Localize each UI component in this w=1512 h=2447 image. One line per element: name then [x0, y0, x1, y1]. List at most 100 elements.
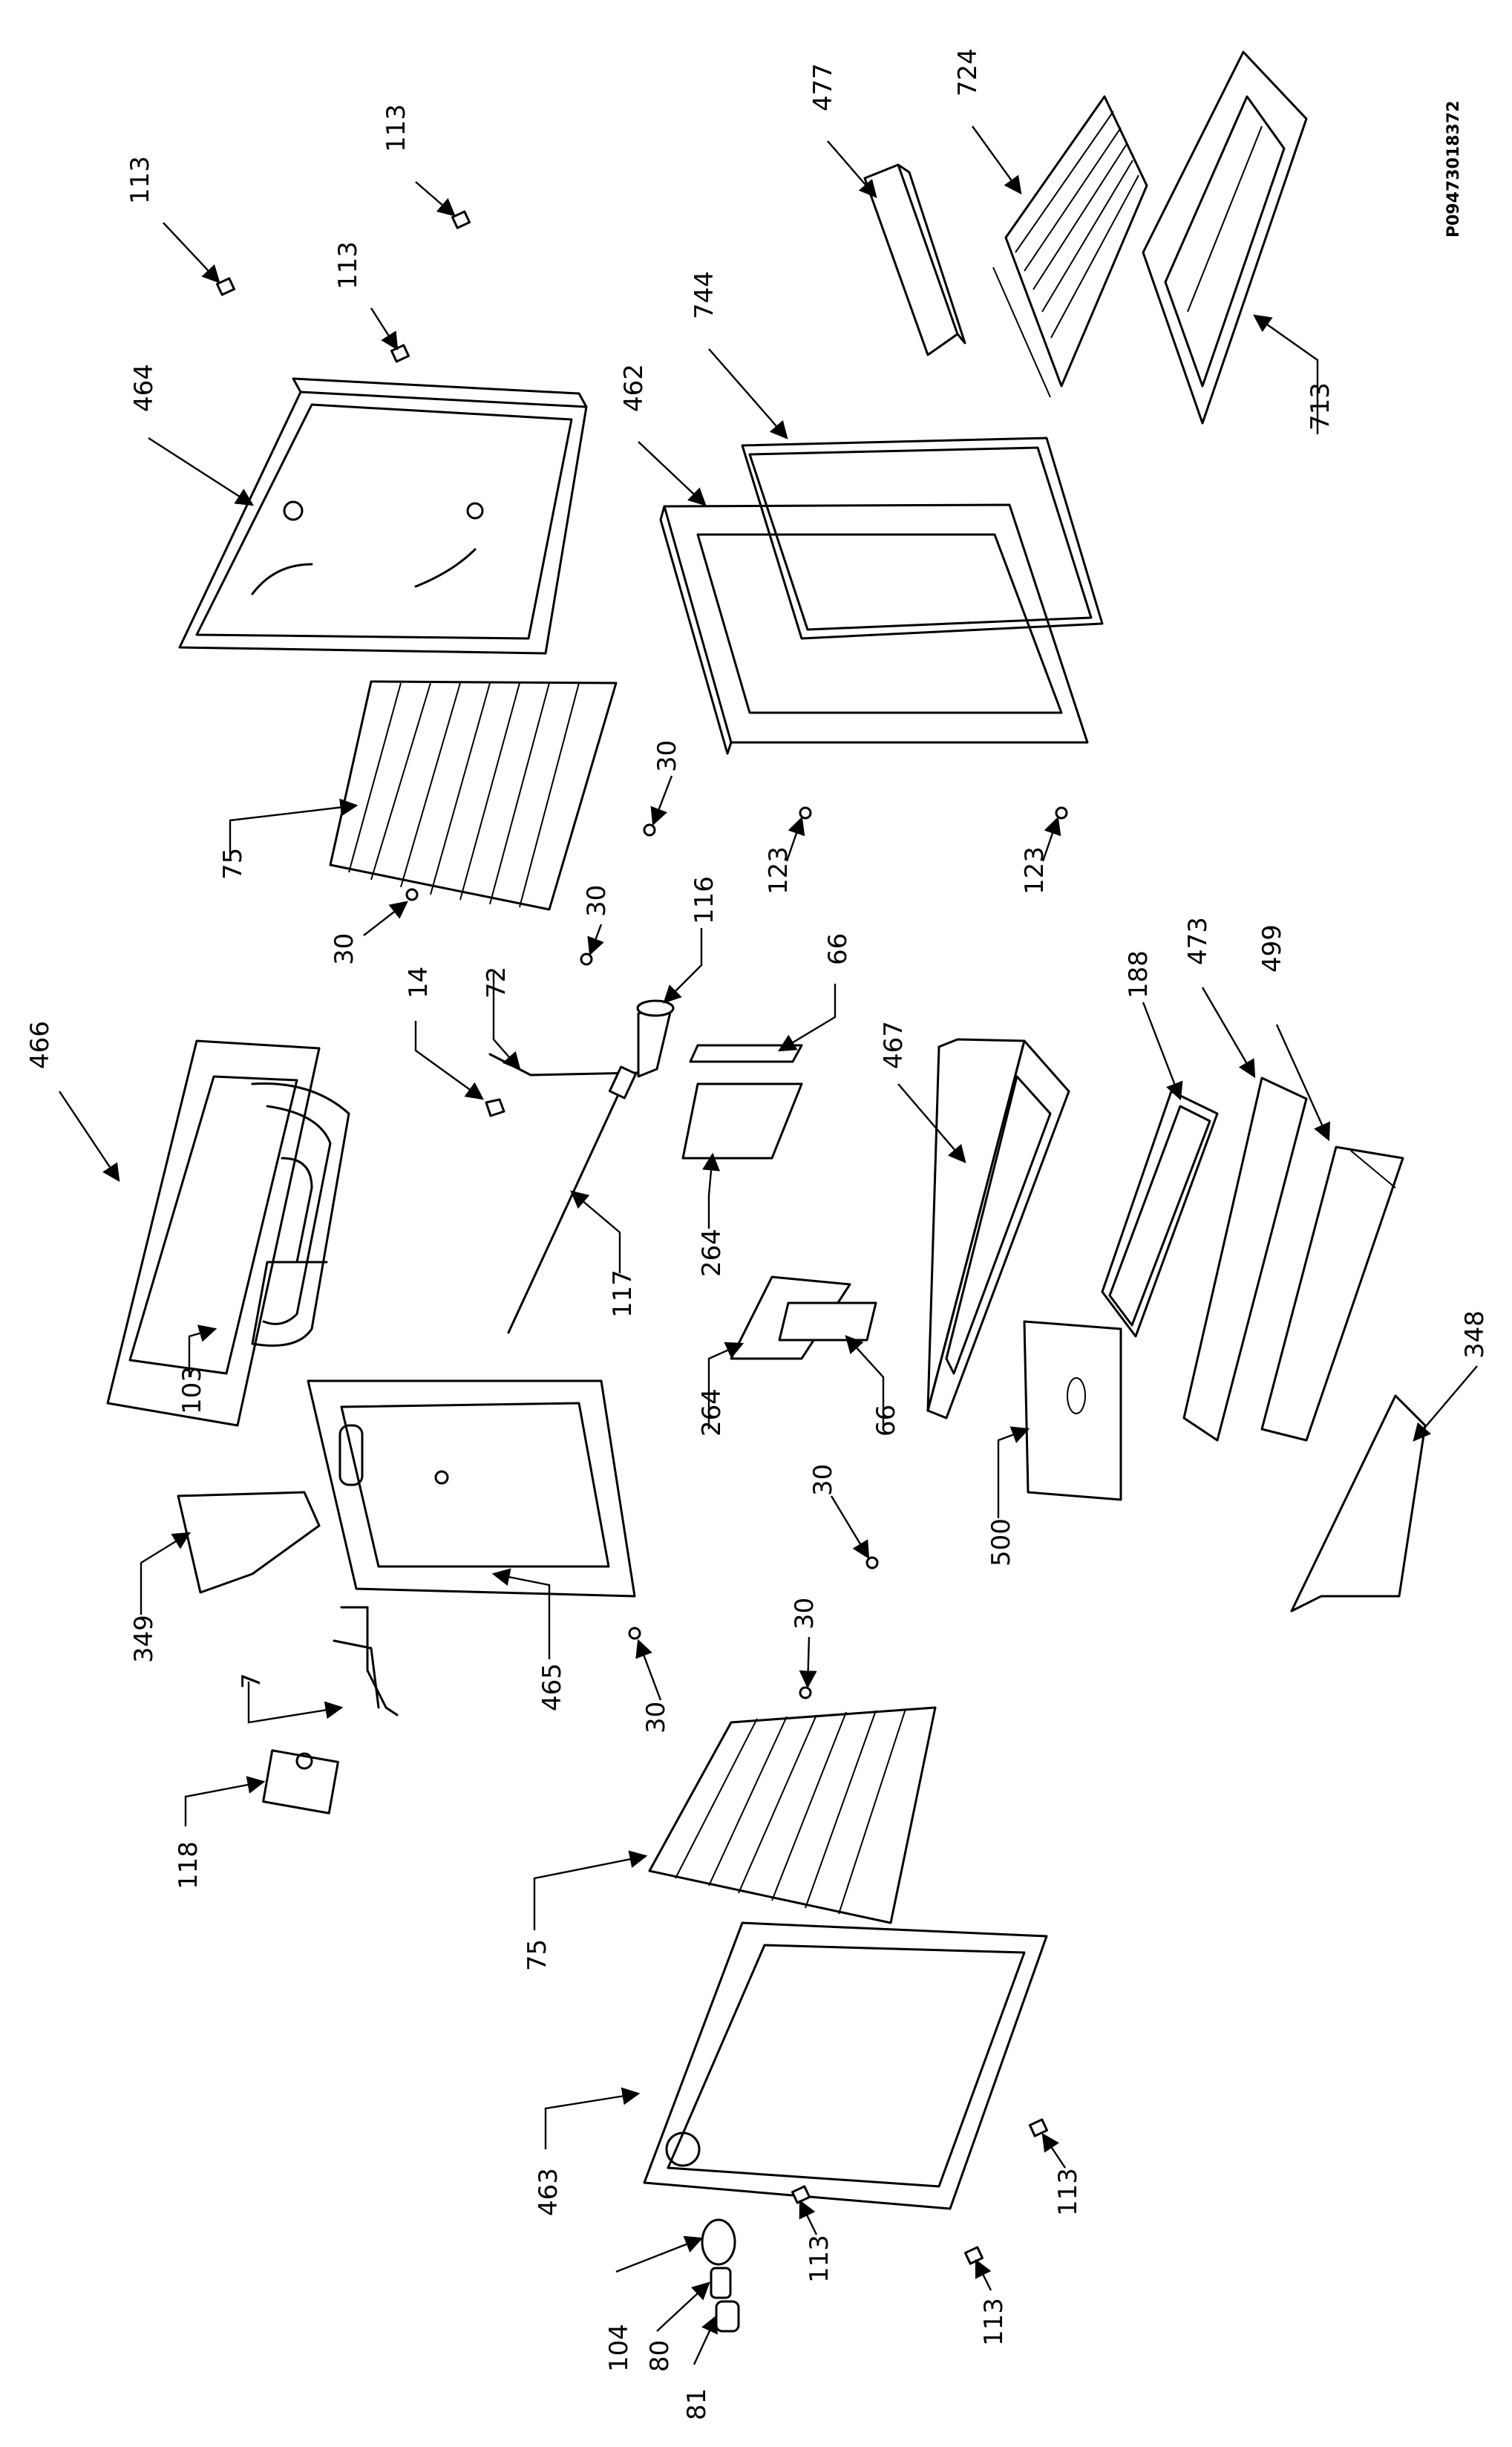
part-123-pin-a — [799, 806, 812, 820]
callout-11: 30 — [330, 901, 408, 965]
part-30-screw-e — [628, 1627, 641, 1640]
part-118-motor — [262, 1749, 339, 1814]
callout-label: 80 — [645, 2340, 675, 2372]
callout-24: 473 — [1183, 917, 1256, 1079]
part-473-glass — [1182, 1077, 1308, 1442]
part-462-front-frame — [659, 503, 1089, 755]
callout-label: 66 — [823, 933, 853, 965]
part-477-rail — [863, 163, 966, 356]
part-66-bracket-lower — [778, 1301, 877, 1342]
callout-label: 462 — [619, 364, 649, 412]
callout-4: 477 — [808, 63, 877, 198]
callout-label: 104 — [604, 2324, 634, 2372]
callout-5: 724 — [953, 48, 1022, 195]
callout-label: 75 — [523, 1939, 552, 1971]
callout-label: 463 — [534, 2168, 563, 2216]
callout-9: 75 — [218, 798, 359, 880]
part-104-knob — [701, 2218, 736, 2266]
callout-14: 123 — [1020, 816, 1061, 895]
callout-label: 465 — [537, 1663, 567, 1711]
callout-label: 113 — [1053, 2168, 1083, 2216]
part-713-baking-tray — [1142, 50, 1308, 425]
callout-label: 464 — [129, 364, 159, 412]
part-113-clip-b — [390, 344, 410, 363]
callout-label: 72 — [482, 967, 511, 999]
callout-39: 463 — [534, 2087, 641, 2216]
part-116-lamp-cover — [636, 999, 675, 1078]
callout-label: 103 — [177, 1366, 207, 1414]
part-465-back-panel — [307, 1379, 636, 1598]
part-264-plate-upper — [681, 1082, 803, 1160]
part-499-outer-glass — [1260, 1146, 1404, 1442]
callout-label: 123 — [1020, 846, 1050, 895]
callout-34: 30 — [635, 1639, 671, 1734]
part-724-wire-rack — [992, 95, 1148, 398]
callout-15: 116 — [663, 876, 719, 1004]
part-113-clip-e — [1028, 2118, 1049, 2137]
callout-label: 499 — [1257, 924, 1287, 973]
part-463-side-panel — [643, 1921, 1048, 2210]
part-30-screw-a — [643, 823, 656, 837]
callout-20: 264 — [697, 1152, 727, 1277]
callout-group: 113 113 113 464 477 724 462 744 713 75 3… — [25, 48, 1490, 2420]
callout-42: 81 — [682, 2314, 718, 2420]
callout-label: 118 — [174, 1841, 203, 1889]
callout-7: 744 — [690, 271, 788, 440]
part-75-side-rack-lower — [648, 1706, 937, 1924]
callout-label: 348 — [1460, 1310, 1490, 1359]
callout-23: 188 — [1124, 950, 1183, 1101]
callout-label: 724 — [953, 48, 983, 97]
callout-label: 30 — [582, 885, 612, 917]
part-464-side-panel — [178, 377, 588, 655]
callout-6: 462 — [619, 364, 707, 506]
part-81-plug — [715, 2300, 740, 2333]
part-113-clip-f — [963, 2246, 984, 2265]
callout-label: 113 — [125, 156, 155, 204]
part-117-probe — [507, 1065, 638, 1334]
callout-label: 113 — [805, 2235, 834, 2283]
callout-label: 466 — [25, 1021, 55, 1069]
part-30-screw-d — [865, 1556, 879, 1569]
part-103-heating-element — [251, 1082, 350, 1347]
callout-31: 349 — [129, 1532, 192, 1663]
part-188-gasket — [1101, 1090, 1219, 1338]
callout-label: 75 — [218, 848, 248, 880]
part-348-side-trim — [1290, 1394, 1427, 1613]
callout-3: 464 — [129, 364, 255, 506]
callout-label: 713 — [1306, 382, 1335, 431]
callout-label: 66 — [871, 1405, 901, 1437]
part-113-clip-c — [451, 210, 471, 229]
callout-10: 30 — [650, 740, 682, 826]
callout-label: 116 — [690, 876, 719, 924]
callout-27: 264 — [697, 1342, 744, 1437]
callout-29: 348 — [1413, 1310, 1490, 1442]
part-30-screw-b — [405, 888, 419, 901]
part-123-pin-b — [1055, 806, 1068, 820]
callout-19: 66 — [777, 933, 853, 1052]
callout-label: 30 — [790, 1598, 819, 1630]
callout-37: 118 — [174, 1776, 266, 1889]
callout-21: 117 — [570, 1190, 638, 1318]
part-30-screw-f — [799, 1686, 812, 1699]
drawing-id: P09473018372 — [1444, 100, 1463, 238]
callout-label: 264 — [697, 1229, 727, 1277]
callout-2: 113 — [382, 104, 456, 217]
part-349-insulation — [177, 1491, 321, 1594]
callout-label: 477 — [808, 63, 838, 111]
part-113-clip-a — [215, 277, 236, 296]
callout-44: 113 — [1041, 2133, 1083, 2216]
part-7-bracket — [333, 1606, 399, 1716]
part-467-door-panel — [926, 1038, 1070, 1419]
part-466-top-panel — [106, 1039, 321, 1427]
callout-label: 7 — [237, 1673, 266, 1689]
callout-40: 104 — [604, 2235, 704, 2372]
callout-label: 30 — [330, 933, 359, 965]
callout-16: 72 — [482, 967, 521, 1071]
callout-22: 467 — [879, 1021, 966, 1163]
callout-43: 113 — [799, 2199, 834, 2283]
callout-13: 123 — [764, 816, 805, 895]
part-75-side-rack-upper — [329, 680, 618, 911]
callout-label: 30 — [652, 740, 682, 772]
callout-label: 30 — [808, 1464, 838, 1496]
callout-label: 467 — [879, 1021, 909, 1069]
